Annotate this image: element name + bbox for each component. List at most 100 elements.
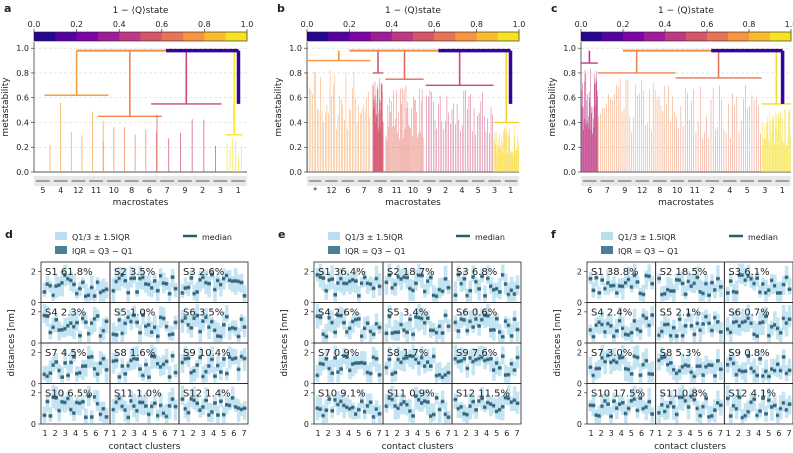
whisker-band xyxy=(459,314,464,328)
state-subplot: S7 0.9% xyxy=(313,342,384,384)
y-axis-label: distances [nm] xyxy=(280,309,290,376)
whisker-band xyxy=(440,319,445,343)
whisker-band xyxy=(192,386,197,410)
y-tick-label: 2 xyxy=(577,389,582,398)
whisker-band xyxy=(374,350,379,373)
state-label: S6 0.7% xyxy=(728,308,769,319)
whisker-band xyxy=(787,358,792,376)
whisker-band xyxy=(374,313,379,331)
whisker-band xyxy=(618,353,622,372)
whisker-band xyxy=(638,363,643,383)
panel-label: f xyxy=(551,228,556,241)
x-tick-label: 3 xyxy=(405,429,410,438)
colorbar-tick-label: 0.8 xyxy=(470,20,483,29)
macrostate-label: 6 xyxy=(587,186,592,195)
whisker-band xyxy=(512,281,517,302)
whisker-band xyxy=(695,400,700,422)
state-label: S8 1.7% xyxy=(387,348,428,359)
state-label: S11 0.9% xyxy=(387,389,435,400)
whisker-band xyxy=(726,317,730,336)
x-tick-label: 4 xyxy=(211,429,216,438)
whisker-band xyxy=(78,398,82,416)
x-tick-label: 4 xyxy=(415,429,420,438)
legend-iqr-label: IQR = Q3 − Q1 xyxy=(618,247,679,256)
x-axis-label: contact clusters xyxy=(382,442,454,452)
whisker-band xyxy=(359,389,364,409)
whisker-band xyxy=(431,403,436,422)
state-subplot: S11 1.0% xyxy=(109,383,180,425)
x-axis-label: macrostates xyxy=(658,198,714,208)
whisker-band xyxy=(315,364,320,383)
whisker-band xyxy=(784,265,789,284)
y-tick-label: 0 xyxy=(577,420,582,429)
y-tick-label: 0.2 xyxy=(563,143,576,152)
whisker-band xyxy=(767,323,771,343)
x-tick-label: 2 xyxy=(464,429,469,438)
dendrogram-tree xyxy=(44,48,243,172)
whisker-band xyxy=(342,276,346,296)
x-tick-label: 6 xyxy=(366,429,371,438)
whisker-band xyxy=(405,399,409,416)
whisker-band xyxy=(626,361,631,383)
whisker-band xyxy=(471,265,476,282)
macrostate-label: 2 xyxy=(200,186,205,195)
whisker-band xyxy=(393,278,398,296)
whisker-band xyxy=(621,344,625,365)
whisker-band xyxy=(677,311,682,333)
legend-iqr-swatch xyxy=(55,246,67,254)
colorbar-title: 1 − ⟨Q⟩state xyxy=(658,6,714,16)
whisker-band xyxy=(236,399,241,422)
whisker-band xyxy=(98,401,103,422)
state-subplot: S5 2.1% xyxy=(655,302,725,344)
whisker-band xyxy=(426,348,430,372)
state-subplot: S6 0.6% xyxy=(451,302,522,344)
y-tick-label: 0 xyxy=(31,380,36,389)
whisker-band xyxy=(666,318,670,336)
colorbar-segment xyxy=(749,32,771,41)
panel-label: b xyxy=(277,2,285,15)
dendrogram-tree xyxy=(580,48,791,172)
whisker-band xyxy=(219,388,223,408)
whisker-band xyxy=(701,401,706,416)
colorbar-segment xyxy=(413,32,435,41)
whisker-band xyxy=(480,308,484,325)
whisker-band xyxy=(680,352,685,376)
dendrogram-tree xyxy=(307,48,519,172)
y-tick-label: 0 xyxy=(304,420,309,429)
whisker-band xyxy=(351,274,355,293)
whisker-band xyxy=(737,388,742,411)
state-label: S9 0.8% xyxy=(728,348,769,359)
x-tick-label: 6 xyxy=(231,429,236,438)
x-tick-label: 7 xyxy=(649,429,654,438)
whisker-band xyxy=(123,317,128,335)
whisker-band xyxy=(72,400,76,422)
whisker-band xyxy=(710,360,714,374)
y-tick-label: 0.8 xyxy=(16,69,29,78)
macrostate-label: 11 xyxy=(690,186,700,195)
y-tick-label: 0 xyxy=(304,299,309,308)
whisker-band xyxy=(69,396,73,416)
macrostate-label: 2 xyxy=(710,186,715,195)
whisker-band xyxy=(348,274,352,295)
state-label: S7 3.0% xyxy=(591,348,632,359)
whisker-band xyxy=(746,400,751,419)
whisker-band xyxy=(701,361,706,383)
whisker-band xyxy=(54,314,59,333)
plot-area xyxy=(307,42,519,172)
y-tick-label: 2 xyxy=(577,348,582,357)
whisker-band xyxy=(680,324,685,343)
whisker-band xyxy=(405,270,409,289)
whisker-band xyxy=(219,325,223,343)
state-subplot: S12 4.1% xyxy=(723,383,793,425)
colorbar-tick-label: 0.0 xyxy=(28,20,41,29)
x-tick-label: 4 xyxy=(142,429,147,438)
x-tick-label: 2 xyxy=(395,429,400,438)
whisker-band xyxy=(638,317,643,341)
y-tick-label: 0 xyxy=(31,420,36,429)
whisker-band xyxy=(489,316,493,338)
colorbar-segment xyxy=(707,32,729,41)
whisker-band xyxy=(692,387,697,406)
macrostate-label: 4 xyxy=(58,186,63,195)
